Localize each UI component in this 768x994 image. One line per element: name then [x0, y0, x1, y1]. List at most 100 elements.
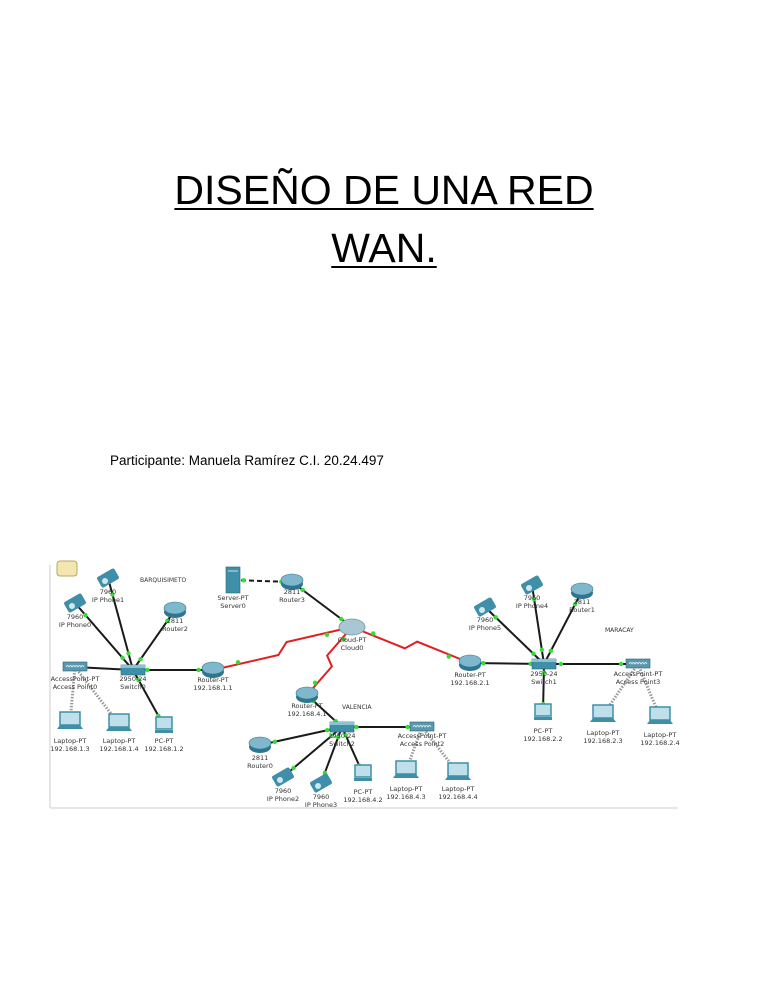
device-label: 192.168.1.4 — [99, 745, 138, 753]
phone-icon — [97, 568, 119, 588]
note-icon — [56, 560, 78, 577]
link-cloud0-routerM — [351, 626, 471, 664]
device-label: 2811 — [284, 588, 301, 596]
device-label: AccessPoint-PT — [51, 675, 100, 683]
device-label: Laptop-PT — [644, 731, 677, 739]
port-indicator — [531, 651, 536, 656]
port-indicator — [354, 724, 359, 730]
pc-icon — [534, 703, 552, 720]
device-label: 192.168.1.1 — [193, 684, 232, 692]
link-router3-cloud0 — [291, 581, 353, 628]
device-label: 192.168.1.2 — [144, 745, 183, 753]
port-indicator — [165, 618, 170, 623]
port-indicator — [493, 615, 498, 620]
laptop-icon — [647, 706, 673, 724]
device-label: 7960 — [100, 588, 117, 596]
device-label: Router0 — [247, 762, 273, 770]
port-indicator — [343, 733, 348, 738]
device-label: 2811 — [167, 617, 184, 625]
ap-icon — [409, 721, 435, 732]
device-label: 2811 — [574, 598, 591, 606]
device-label: IP Phone4 — [516, 602, 548, 610]
device-label: 192.168.2.4 — [640, 739, 679, 747]
port-indicator — [371, 631, 376, 636]
port-indicator — [558, 661, 564, 667]
port-indicator — [481, 660, 486, 666]
laptop-icon — [590, 704, 616, 722]
device-label: 7960 — [477, 616, 494, 624]
port-indicator — [126, 651, 131, 656]
switch-icon — [329, 721, 355, 733]
city-label-maracay: MARACAY — [605, 627, 634, 634]
link-routerB-cloud0 — [212, 626, 353, 671]
port-indicator — [329, 733, 334, 739]
port-indicator — [572, 601, 578, 607]
port-indicator — [446, 654, 451, 659]
device-label: IP Phone0 — [59, 621, 91, 629]
device-label: Cloud-PT — [338, 636, 367, 644]
device-label: Cloud0 — [341, 644, 364, 652]
router-icon — [280, 573, 304, 590]
port-indicator — [145, 667, 150, 673]
device-label: Server-PT — [217, 594, 248, 602]
device-label: PC-PT — [534, 727, 553, 735]
phone-icon — [272, 767, 294, 787]
port-indicator — [405, 724, 410, 730]
port-indicator — [548, 648, 554, 654]
link-switch1-phone5 — [484, 606, 545, 665]
port-indicator — [136, 677, 141, 683]
device-label: AccessPoint-PT — [614, 670, 663, 678]
phone-icon — [310, 773, 332, 793]
device-label: PC-PT — [155, 737, 174, 745]
router-icon — [201, 661, 225, 678]
laptop-icon — [393, 760, 419, 778]
city-label-valencia: VALENCIA — [342, 704, 372, 711]
device-label: Access Point0 — [53, 683, 98, 691]
port-indicator — [341, 637, 347, 642]
device-label: Laptop-PT — [390, 785, 423, 793]
port-indicator — [541, 670, 547, 676]
device-label: 2811 — [252, 754, 269, 762]
device-label: Router3 — [279, 596, 305, 604]
device-label: 2950-24 — [328, 732, 355, 740]
port-indicator — [339, 616, 344, 622]
device-label: Switch1 — [531, 678, 557, 686]
device-label: Access Point3 — [616, 678, 661, 686]
phone-icon — [521, 575, 543, 595]
laptop-icon — [57, 711, 83, 729]
port-indicator — [336, 734, 341, 740]
port-indicator — [138, 657, 143, 662]
port-indicator — [324, 632, 330, 637]
